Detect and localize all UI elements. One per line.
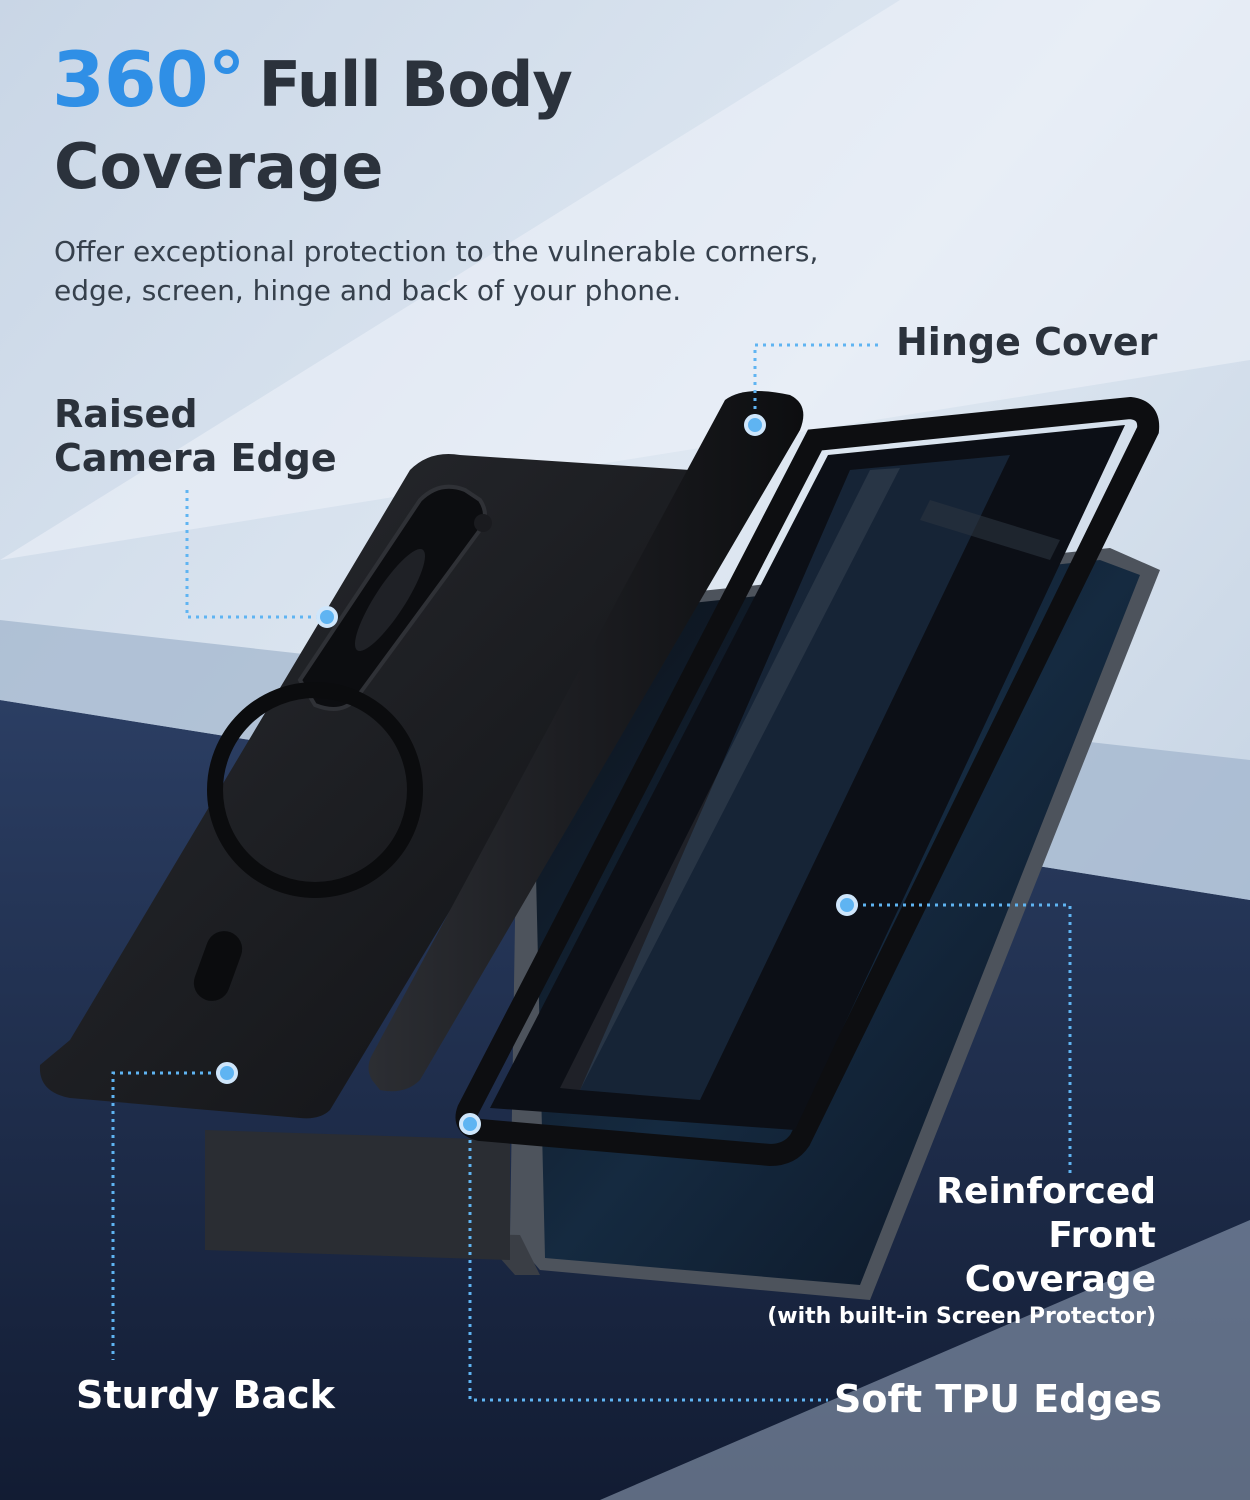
callout-hinge-cover: Hinge Cover bbox=[896, 320, 1158, 364]
callout-camera-line2: Camera Edge bbox=[54, 436, 337, 480]
callout-tpu-edges: Soft TPU Edges bbox=[834, 1377, 1163, 1421]
callout-front-line1: Reinforced bbox=[936, 1171, 1156, 1212]
callout-front-line3: Coverage bbox=[964, 1259, 1156, 1300]
hinge-cover-marker bbox=[744, 414, 766, 436]
tpu-edge-marker bbox=[459, 1113, 481, 1135]
camera-edge-marker bbox=[316, 606, 338, 628]
description: Offer exceptional protection to the vuln… bbox=[54, 235, 819, 307]
callout-front-line2: Front bbox=[1048, 1215, 1156, 1256]
headline-accent: 360° bbox=[52, 35, 246, 124]
front-coverage-marker bbox=[836, 894, 858, 916]
sturdy-back-marker bbox=[216, 1062, 238, 1084]
callout-sturdy-back: Sturdy Back bbox=[76, 1373, 335, 1417]
callout-front-coverage: Reinforced Front Coverage bbox=[936, 1170, 1156, 1302]
headline: 360°Full Body bbox=[52, 42, 573, 121]
callout-markers bbox=[216, 414, 858, 1135]
callout-camera-line1: Raised bbox=[54, 392, 198, 436]
callout-front-note: (with built-in Screen Protector) bbox=[767, 1304, 1156, 1329]
headline-rest: Full Body bbox=[258, 48, 573, 121]
callout-camera-edge: Raised Camera Edge bbox=[54, 392, 337, 480]
headline-line2: Coverage bbox=[54, 130, 384, 203]
